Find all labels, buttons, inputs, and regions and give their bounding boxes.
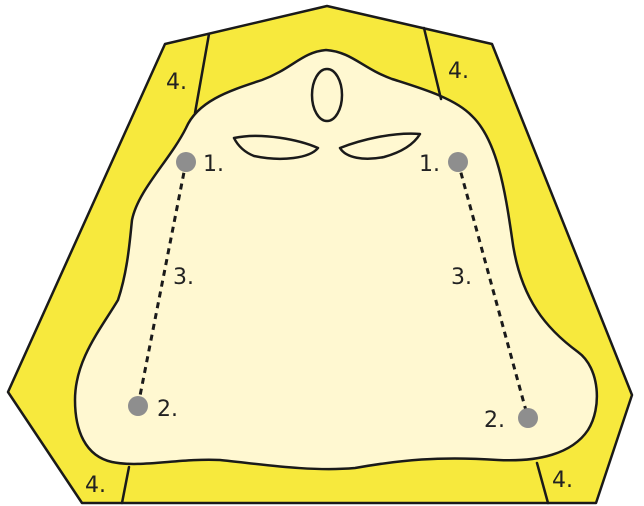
point-2-left	[128, 396, 148, 416]
incisive-papilla-shape	[312, 69, 342, 121]
label-point2-right: 2.	[484, 408, 505, 433]
point-1-right	[448, 152, 468, 172]
label-zone4-bottom-left: 4.	[85, 473, 106, 498]
point-2-right	[518, 408, 538, 428]
label-zone4-top-right: 4.	[448, 59, 469, 84]
label-line3-right: 3.	[451, 265, 472, 290]
label-point1-right: 1.	[419, 152, 440, 177]
label-point2-left: 2.	[157, 397, 178, 422]
label-point1-left: 1.	[203, 152, 224, 177]
point-1-left	[176, 152, 196, 172]
label-line3-left: 3.	[173, 265, 194, 290]
label-zone4-bottom-right: 4.	[552, 468, 573, 493]
label-zone4-top-left: 4.	[166, 70, 187, 95]
